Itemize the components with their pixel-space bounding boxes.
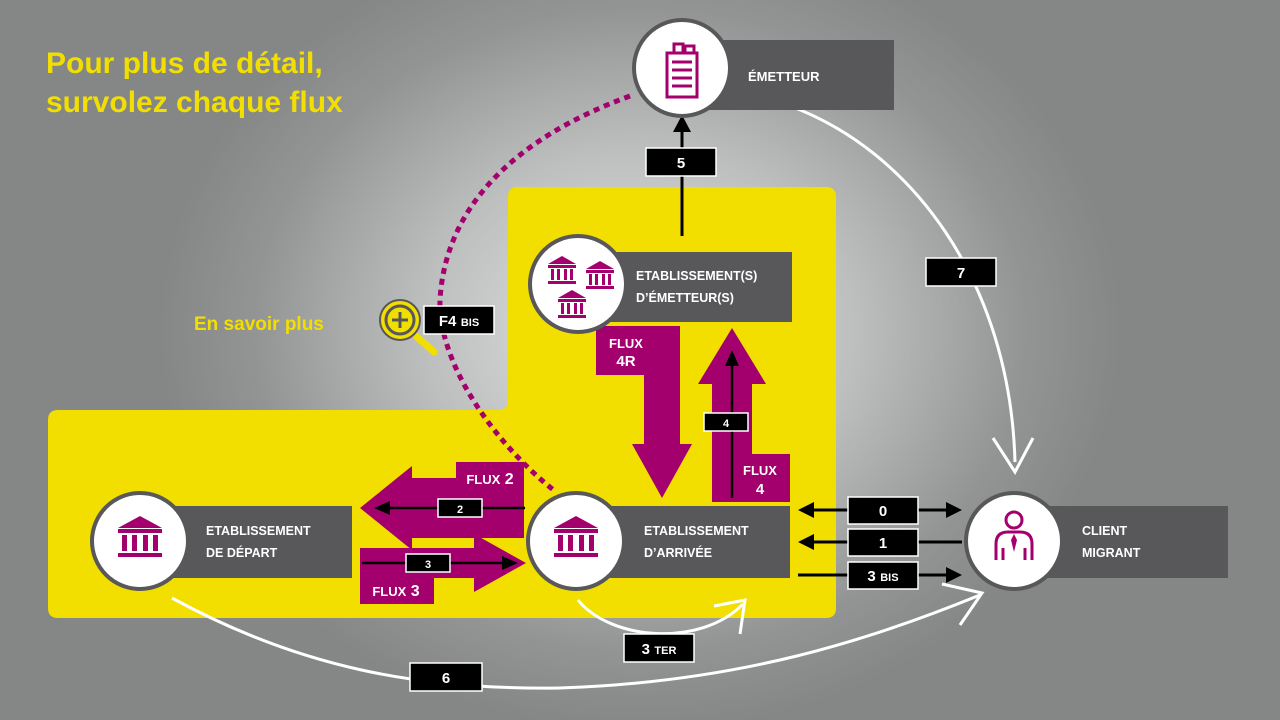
flux-3ter-arrowhead bbox=[713, 598, 747, 635]
svg-text:1: 1 bbox=[879, 535, 887, 552]
flux-0-arrowhead-right bbox=[946, 502, 962, 518]
etab-depart-node[interactable] bbox=[90, 491, 190, 591]
flux-1-tag[interactable]: 1 bbox=[847, 528, 919, 557]
emetteur-label: ÉMETTEUR bbox=[748, 69, 820, 84]
flux-2-tag[interactable]: 2 bbox=[437, 498, 483, 518]
flux-2-label: FLUX 2 bbox=[466, 471, 513, 488]
flux-6-line[interactable] bbox=[171, 593, 981, 690]
bank-icon bbox=[554, 516, 598, 557]
svg-text:0: 0 bbox=[879, 503, 887, 520]
flux-0-arrowhead-left bbox=[798, 502, 814, 518]
svg-text:6: 6 bbox=[442, 670, 450, 687]
etab-arrivee-label-line1: ETABLISSEMENT bbox=[644, 524, 749, 538]
emetteur-node[interactable] bbox=[632, 18, 732, 118]
etab-depart-label-line1: ETABLISSEMENT bbox=[206, 524, 311, 538]
flux-4-tag[interactable]: 4 bbox=[703, 412, 749, 432]
flux-4r-arrow[interactable] bbox=[596, 326, 692, 498]
svg-text:3: 3 bbox=[425, 559, 431, 571]
flux-0-tag[interactable]: 0 bbox=[847, 496, 919, 525]
flux-1-arrowhead bbox=[798, 534, 814, 550]
flux-3-tag[interactable]: 3 bbox=[405, 553, 451, 573]
client-label-line1: CLIENT bbox=[1082, 524, 1128, 538]
headline: Pour plus de détail, survolez chaque flu… bbox=[46, 44, 343, 122]
etab-emetteur-node[interactable] bbox=[528, 234, 628, 334]
flux-6-tag[interactable]: 6 bbox=[409, 662, 483, 692]
svg-text:3 BIS: 3 BIS bbox=[867, 568, 898, 585]
flux-5-arrowhead bbox=[673, 115, 691, 132]
etab-arrivee-label-line2: D’ARRIVÉE bbox=[644, 545, 712, 560]
magnifier-plus-icon[interactable] bbox=[379, 299, 438, 356]
flux-4r-label-line2: 4R bbox=[616, 353, 635, 370]
svg-text:4: 4 bbox=[723, 418, 730, 430]
flux-f4bis-dotted-line[interactable] bbox=[437, 93, 631, 494]
office-building-icon bbox=[665, 42, 699, 99]
flux-3-label: FLUX 3 bbox=[372, 583, 419, 600]
flux-3bis-tag[interactable]: 3 BIS bbox=[847, 561, 919, 590]
flux-4-label-line1: FLUX bbox=[743, 463, 777, 478]
flux-7-tag[interactable]: 7 bbox=[925, 257, 997, 287]
etab-arrivee-node[interactable] bbox=[526, 491, 626, 591]
banks-icon bbox=[548, 256, 614, 318]
flux-7-arrowhead bbox=[991, 437, 1035, 475]
headline-line-2: survolez chaque flux bbox=[46, 86, 343, 119]
flux-f4bis-tag[interactable]: F4 BIS bbox=[423, 305, 495, 335]
svg-text:3 TER: 3 TER bbox=[642, 641, 677, 658]
flux-7-line[interactable] bbox=[789, 104, 1017, 463]
flux-4-line-head bbox=[725, 350, 739, 366]
svg-text:2: 2 bbox=[457, 504, 463, 516]
bank-icon bbox=[118, 516, 162, 557]
learn-more-label[interactable]: En savoir plus bbox=[194, 314, 324, 335]
headline-line-1: Pour plus de détail, bbox=[46, 47, 323, 80]
svg-text:5: 5 bbox=[677, 155, 685, 172]
flux-2-line-head bbox=[374, 501, 390, 515]
flux-5-tag[interactable]: 5 bbox=[645, 147, 717, 177]
svg-text:7: 7 bbox=[957, 265, 965, 282]
flux-6-arrowhead bbox=[941, 582, 985, 626]
flux-3ter-tag[interactable]: 3 TER bbox=[623, 633, 695, 663]
flux-3-line-head bbox=[502, 556, 518, 570]
svg-text:F4 BIS: F4 BIS bbox=[439, 313, 479, 330]
etab-emetteur-label-line2: D’ÉMETTEUR(S) bbox=[636, 290, 734, 305]
flux-4-label-line2: 4 bbox=[756, 481, 765, 498]
flux-4r-label-line1: FLUX bbox=[609, 336, 643, 351]
flux-3bis-arrowhead bbox=[946, 567, 962, 583]
etab-depart-label-line2: DE DÉPART bbox=[206, 545, 278, 560]
person-icon bbox=[994, 510, 1034, 560]
etab-emetteur-label-line1: ETABLISSEMENT(S) bbox=[636, 269, 757, 283]
client-label-line2: MIGRANT bbox=[1082, 546, 1141, 560]
